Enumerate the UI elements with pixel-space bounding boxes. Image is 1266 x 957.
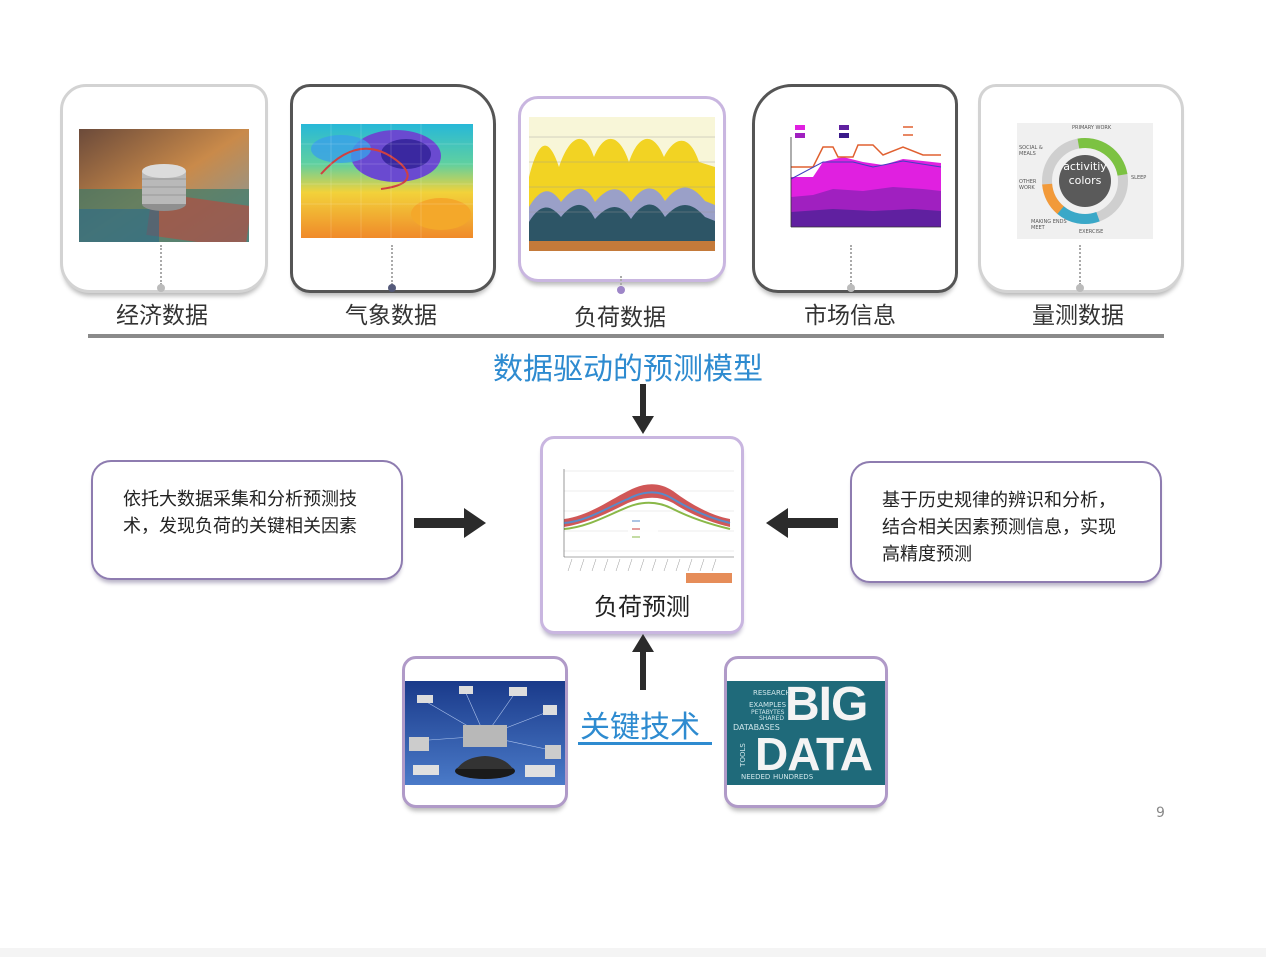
bigdata-word: DATABASES: [733, 723, 780, 732]
activity-label: OTHER WORK: [1019, 179, 1037, 191]
iot-network-image: [405, 681, 565, 785]
source-label: 气象数据: [345, 303, 437, 329]
source-card-market: [752, 84, 958, 293]
bigdata-word: TOOLS: [738, 743, 747, 767]
source-label: 量测数据: [1032, 303, 1124, 329]
bigdata-word: RESEARCH: [753, 689, 791, 697]
source-label: 负荷数据: [574, 305, 666, 331]
connector-dot: [847, 284, 855, 292]
model-title: 数据驱动的预测模型: [493, 352, 763, 387]
activity-label: EXERCISE: [1079, 229, 1104, 235]
forecast-line-chart-image: [548, 461, 734, 589]
arrow-left: [766, 508, 838, 538]
key-tech-label: 关键技术: [580, 710, 700, 745]
forecast-card: 负荷预测: [540, 436, 744, 634]
arrow-right: [414, 508, 486, 538]
source-label: 经济数据: [116, 303, 208, 329]
forecast-label: 负荷预测: [594, 593, 690, 621]
bigdata-image: BIG DATA RESEARCH EXAMPLES PETABYTES DAT…: [727, 681, 885, 785]
bigdata-big: BIG: [785, 681, 868, 731]
source-label: 市场信息: [804, 303, 896, 329]
source-card-weather: [290, 84, 496, 293]
bigdata-word: PETABYTES: [751, 709, 785, 716]
bigdata-word: HUNDREDS: [773, 773, 814, 781]
activity-label: SLEEP: [1131, 175, 1147, 181]
connector-dot: [1076, 284, 1084, 292]
activity-label: MAKING ENDS MEET: [1031, 219, 1067, 231]
weather-map-image: [301, 124, 473, 238]
connector-dots: [160, 245, 164, 285]
bigdata-word: NEEDED: [741, 773, 771, 781]
connector-dot: [617, 286, 625, 294]
connector-dots: [620, 276, 624, 288]
left-description: 依托大数据采集和分析预测技术，发现负荷的关键相关因素: [91, 460, 403, 580]
bigdata-word: SHARED: [759, 715, 785, 722]
connector-dots: [1079, 245, 1083, 285]
source-card-economic: [60, 84, 268, 293]
arrow-up: [632, 634, 654, 690]
source-card-load: [518, 96, 726, 282]
activity-label: PRIMARY WORK: [1072, 125, 1112, 131]
page-number: 9: [1156, 805, 1165, 821]
bottom-strip: [0, 948, 1266, 957]
connector-dots: [391, 245, 395, 285]
bigdata-data: DATA: [755, 728, 873, 780]
key-tech-underline: [578, 742, 712, 745]
market-chart-image: [773, 117, 949, 247]
load-area-chart-image: [529, 117, 715, 251]
bigdata-word: EXAMPLES: [749, 701, 787, 709]
divider-line: [88, 334, 1164, 338]
bigdata-card: BIG DATA RESEARCH EXAMPLES PETABYTES DAT…: [724, 656, 888, 808]
connector-dot: [157, 284, 165, 292]
coins-money-image: [79, 129, 249, 242]
activity-label: SOCIAL & MEALS: [1019, 145, 1043, 157]
arrow-down: [632, 384, 654, 434]
source-card-measure: activitiy colors PRIMARY WORK SOCIAL & M…: [978, 84, 1184, 293]
right-description: 基于历史规律的辨识和分析，结合相关因素预测信息，实现高精度预测: [850, 461, 1162, 583]
activity-ring-image: activitiy colors PRIMARY WORK SOCIAL & M…: [1017, 123, 1153, 239]
connector-dot: [388, 284, 396, 292]
iot-network-card: [402, 656, 568, 808]
connector-dots: [850, 245, 854, 285]
activity-center-text: activitiy colors: [1063, 160, 1107, 187]
